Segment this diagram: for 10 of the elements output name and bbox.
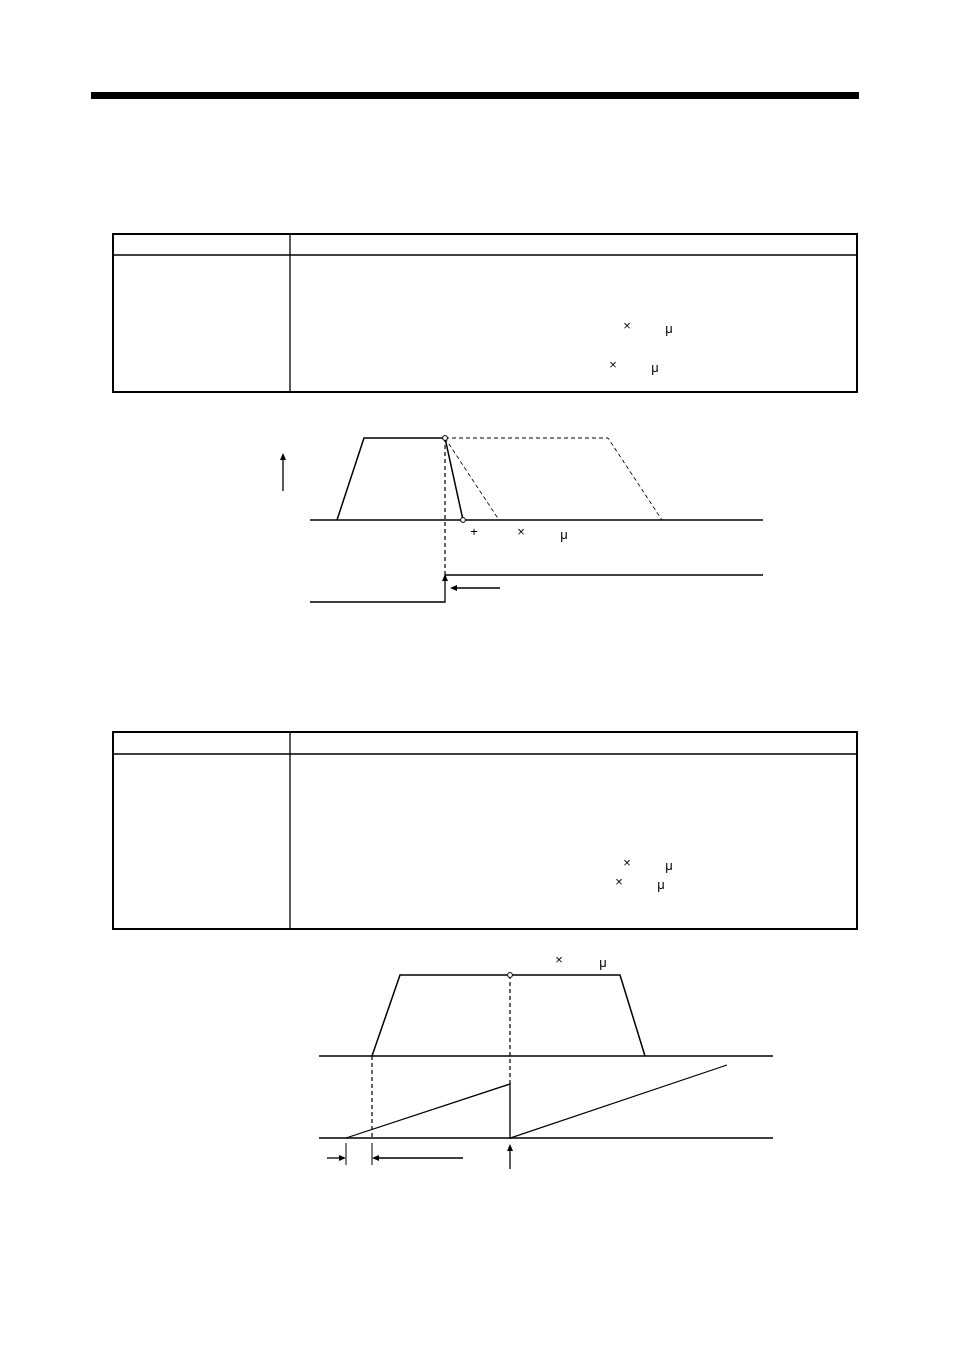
times-sign: × (623, 854, 631, 870)
times-sign: × (615, 873, 623, 889)
mu-symbol: μ (657, 876, 665, 892)
times-sign: × (623, 317, 631, 333)
mu-symbol: μ (665, 320, 673, 336)
mu-symbol: μ (665, 857, 673, 873)
times-sign: × (609, 356, 617, 372)
mu-symbol: μ (599, 954, 607, 970)
times-sign: × (555, 951, 563, 967)
mu-symbol: μ (651, 359, 659, 375)
